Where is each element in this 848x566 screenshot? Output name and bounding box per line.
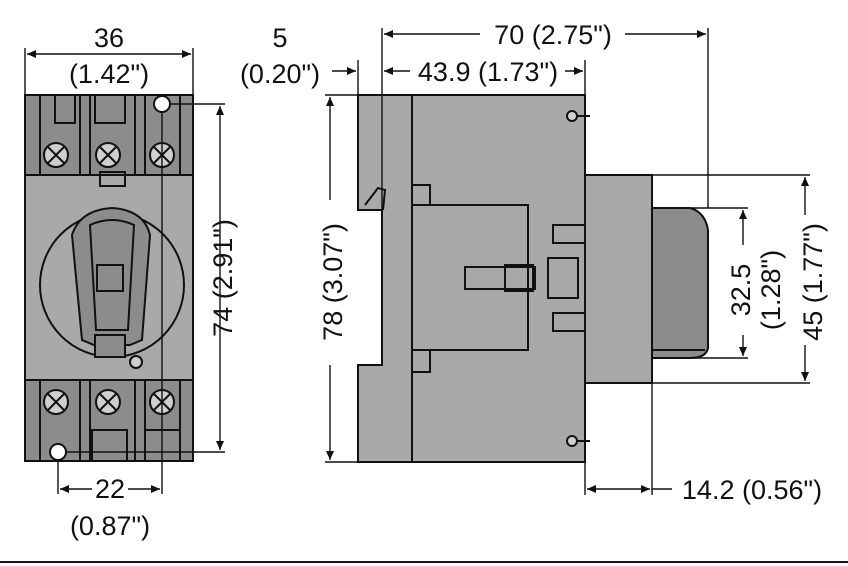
front-view xyxy=(24,48,225,494)
lock-slot xyxy=(96,264,124,292)
bottom-screws xyxy=(43,389,175,415)
top-mount-hole xyxy=(153,95,171,113)
dim-front-width: 36 xyxy=(94,23,124,53)
dim-mount-height: 74 (2.91") xyxy=(208,219,238,337)
side-body-outline xyxy=(357,94,586,463)
dim-total-depth: 70 (2.75") xyxy=(494,20,612,50)
dim-handle-height-in: (1.28") xyxy=(756,250,786,330)
side-view xyxy=(325,28,810,495)
bottom-mount-hole xyxy=(49,443,67,461)
dim-knob-height: 45 (1.77") xyxy=(798,223,828,341)
dim-body-depth: 43.9 (1.73") xyxy=(418,57,558,87)
top-screws xyxy=(43,142,175,168)
dim-left-offset-in: (0.20") xyxy=(240,59,320,89)
dim-knob-depth: 14.2 (0.56") xyxy=(682,475,822,505)
knob-housing xyxy=(584,174,653,384)
dim-left-offset: 5 xyxy=(272,23,287,53)
handle-profile xyxy=(651,207,709,359)
dim-hole-spacing: 22 xyxy=(95,474,125,504)
dim-front-width-in: (1.42") xyxy=(69,59,149,89)
dim-body-height: 78 (3.07") xyxy=(318,223,348,341)
dim-hole-spacing-in: (0.87") xyxy=(70,511,150,541)
dim-handle-height: 32.5 xyxy=(726,264,756,317)
